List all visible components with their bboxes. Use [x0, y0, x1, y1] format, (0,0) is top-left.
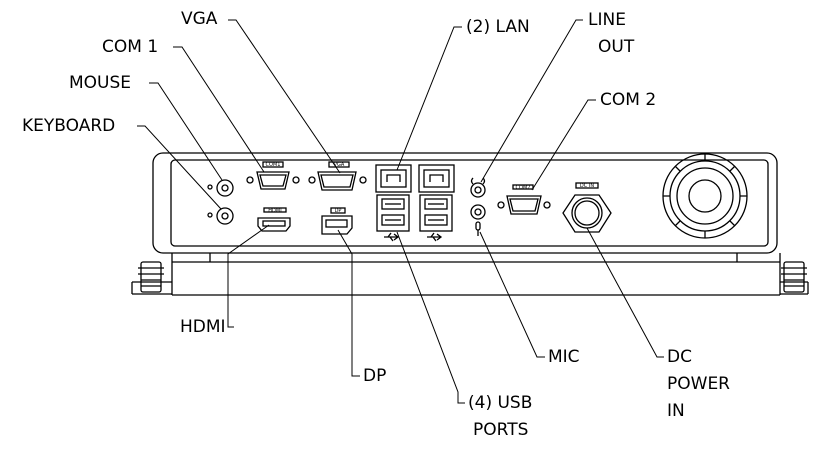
mounting-screw-right	[781, 261, 807, 293]
label-lan: (2) LAN	[466, 17, 530, 37]
label-com2: COM 2	[600, 90, 657, 110]
panel-text-hdmi: HDMI	[268, 208, 281, 214]
label-dc-3: IN	[667, 401, 685, 421]
label-line-out-2: OUT	[598, 37, 635, 57]
label-keyboard: KEYBOARD	[22, 116, 116, 136]
com1-port	[246, 161, 300, 190]
chassis	[131, 152, 809, 296]
label-line-out-1: LINE	[588, 10, 626, 30]
com2-port	[497, 184, 551, 215]
label-hdmi: HDMI	[180, 317, 226, 337]
label-dc-2: POWER	[667, 374, 730, 394]
panel-text-dc-in: DC IN	[580, 183, 594, 189]
panel-text-vga: VGA	[334, 162, 345, 168]
mic-jack	[470, 204, 486, 236]
usb-port-2	[419, 194, 453, 232]
panel-text-com2: COM2	[516, 185, 531, 191]
dp-port	[321, 207, 353, 235]
label-usb-1: (4) USB	[468, 393, 533, 413]
label-usb-2: PORTS	[473, 420, 529, 440]
vga-port	[308, 161, 367, 191]
leader-lines	[137, 19, 664, 404]
mouse-port	[207, 179, 234, 197]
label-vga: VGA	[181, 9, 218, 29]
line-out-jack	[470, 177, 486, 198]
usb-icon	[384, 232, 443, 242]
usb-port-1	[376, 194, 410, 232]
lan-port-1	[375, 164, 412, 193]
label-mic: MIC	[548, 347, 580, 367]
dc-power-in-connector	[562, 182, 612, 233]
panel-text-dp: DP	[335, 208, 342, 214]
label-dc-1: DC	[667, 347, 692, 367]
hdmi-port	[257, 207, 291, 232]
panel-text-com1: COM1	[266, 162, 281, 168]
keyboard-port	[207, 207, 234, 225]
mounting-screw-left	[138, 261, 164, 293]
fan-grille	[662, 153, 748, 239]
label-dp: DP	[363, 366, 387, 386]
label-mouse: MOUSE	[69, 73, 132, 93]
label-com1: COM 1	[102, 37, 159, 57]
lan-port-2	[418, 164, 455, 193]
